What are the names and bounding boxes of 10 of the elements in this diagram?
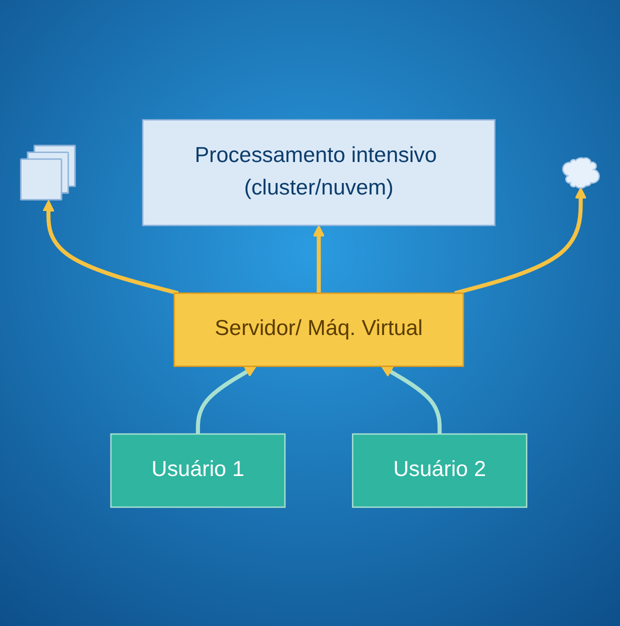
- node-box: Servidor/ Máq. Virtual: [174, 292, 464, 366]
- node-box: Usuário 1: [110, 432, 286, 508]
- arrow: [381, 365, 442, 434]
- node-cloud: [562, 156, 600, 188]
- node-box: Usuário 2: [352, 432, 528, 508]
- node-box: Processamento intensivo (cluster/nuvem): [142, 118, 496, 226]
- arrow: [454, 186, 587, 295]
- arrow: [312, 224, 325, 293]
- arrow: [42, 199, 179, 295]
- arrow: [196, 365, 257, 434]
